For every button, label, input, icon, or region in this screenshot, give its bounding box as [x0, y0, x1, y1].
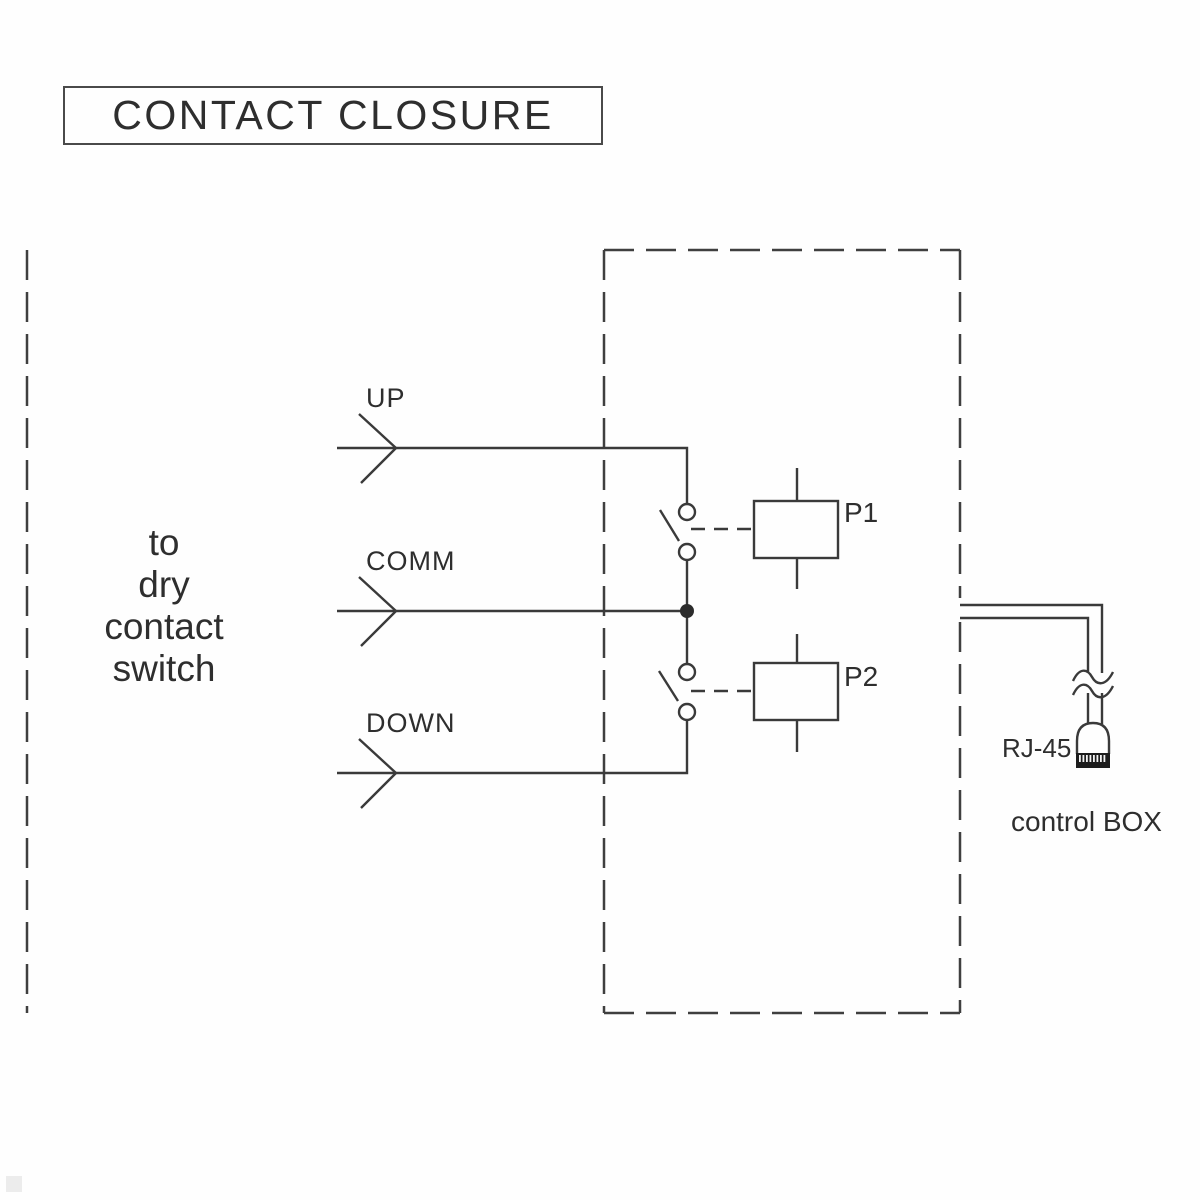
switch-p2	[657, 662, 754, 722]
rj45-pins	[1079, 755, 1106, 762]
relay-p2-label: P2	[844, 661, 879, 692]
cable-break-marks	[1071, 669, 1115, 699]
relay-box-p1	[752, 499, 840, 560]
watermark-artifact	[6, 1176, 22, 1192]
comm-junction-dot	[680, 604, 694, 618]
relay-box-p2	[752, 661, 840, 722]
source-label-line: contact	[104, 606, 224, 647]
relay-p1	[752, 468, 840, 589]
switch-blade	[657, 670, 680, 702]
down-arrow-icon	[358, 738, 398, 809]
rj45-label: RJ-45	[1002, 733, 1072, 763]
rj45-plug-body	[1075, 721, 1111, 754]
contact-point	[677, 542, 697, 562]
switch-p1	[658, 502, 754, 562]
page-title: CONTACT CLOSURE	[112, 92, 554, 138]
comm-wire	[337, 576, 687, 647]
contact-point	[677, 702, 697, 722]
up-wire	[337, 413, 689, 504]
comm-arrow-icon	[358, 576, 398, 647]
contact-point	[677, 662, 697, 682]
up-arrow-icon	[358, 413, 398, 484]
source-label-line: switch	[112, 648, 216, 689]
relay-p1-label: P1	[844, 497, 879, 528]
down-wire	[337, 720, 689, 809]
source-device-label: to dry contact switch	[48, 522, 280, 690]
contact-point	[677, 502, 697, 522]
interface-dashed-box	[602, 248, 962, 1015]
title-box: CONTACT CLOSURE	[63, 86, 603, 145]
source-label-line: dry	[138, 564, 190, 605]
comm-signal-label: COMM	[366, 546, 456, 576]
up-signal-label: UP	[366, 383, 406, 413]
rj45-connector	[1075, 721, 1111, 768]
down-signal-label: DOWN	[366, 708, 456, 738]
source-label-line: to	[148, 522, 180, 563]
cable-to-control-box	[960, 603, 1115, 724]
relay-p2	[752, 634, 840, 752]
control-box-label: control BOX	[1011, 806, 1162, 837]
switch-blade	[658, 509, 681, 542]
